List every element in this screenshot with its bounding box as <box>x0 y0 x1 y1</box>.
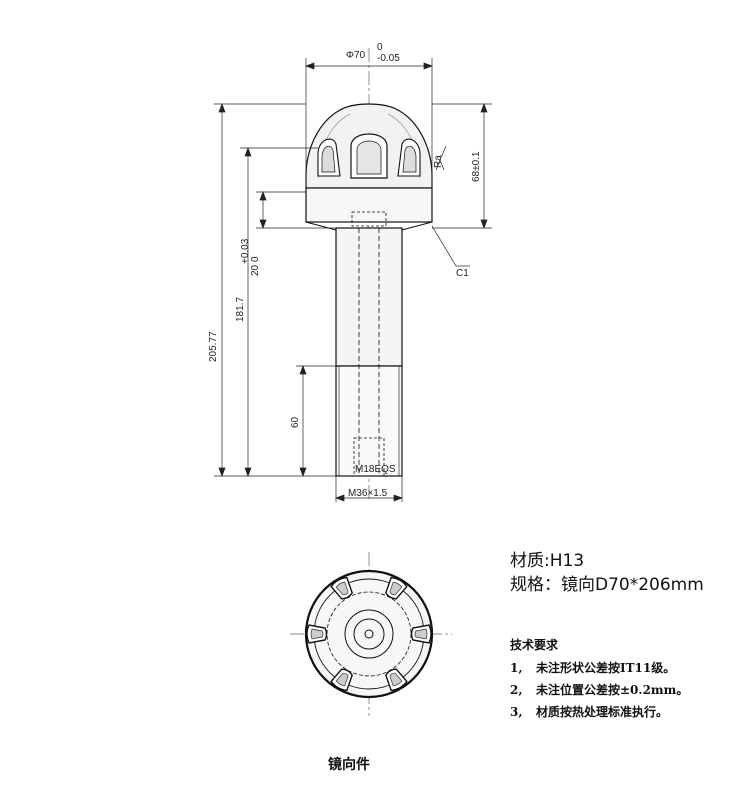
top-view <box>290 552 452 716</box>
dim-chamfer: C1 <box>456 268 469 279</box>
dim-right-height: 68±0.1 <box>471 151 482 182</box>
top-outer-circle <box>304 569 434 699</box>
top-window-5 <box>306 624 328 644</box>
top-window-1 <box>385 576 408 600</box>
drawing-caption: 镜向件 <box>328 757 370 773</box>
dim-shank-length: 181.7 <box>235 297 246 322</box>
spec-note: 规格：镜向D70*206mm <box>510 575 704 595</box>
dimension-texts: Φ70 0 -0.05 68±0.1 205.77 181.7 20 +0.03… <box>208 42 482 499</box>
top-ring-4 <box>344 609 394 659</box>
tech-requirement-3-num: 3, <box>510 705 523 719</box>
thread-section <box>335 365 403 477</box>
tech-requirement-3-text: 材质按热处理标准执行。 <box>536 705 669 719</box>
top-view-windows <box>306 576 432 692</box>
dim-head-height: 20 <box>250 264 261 276</box>
top-window-2 <box>410 624 432 644</box>
dim-head-height-tol-upper: +0.03 <box>240 238 251 264</box>
top-window-6 <box>330 576 353 600</box>
dim-overall-length: 205.77 <box>208 331 219 362</box>
dim-top-diameter-tol-lower: -0.05 <box>377 53 400 64</box>
tech-requirements-title: 技术要求 <box>510 638 559 652</box>
dome-window-left-inner <box>321 145 336 173</box>
shank <box>335 227 403 367</box>
tech-requirement-1-num: 1, <box>510 661 523 675</box>
tech-requirement-1-text: 未注形状公差按IT11级。 <box>536 661 676 675</box>
top-ring-center <box>364 629 374 639</box>
tech-requirement-3: 3, 材质按热处理标准执行。 <box>510 703 668 720</box>
dim-inner-thread: M18EQS <box>355 464 396 475</box>
tech-requirement-2: 2, 未注位置公差按±0.2mm。 <box>510 681 688 698</box>
dim-top-diameter-tol-upper: 0 <box>377 42 383 53</box>
dim-thread-spec: M36×1.5 <box>348 488 388 499</box>
head-hidden-bore <box>351 211 387 227</box>
dim-top-diameter: Φ70 <box>346 50 366 61</box>
tech-requirement-2-num: 2, <box>510 683 523 697</box>
material-note: 材质:H13 <box>510 551 585 571</box>
top-window-3 <box>385 668 408 692</box>
dome-window-right-inner <box>402 145 417 173</box>
head-cylinder <box>305 187 433 223</box>
surface-mark-text: Ra <box>433 155 444 168</box>
side-view <box>305 48 433 500</box>
dimension-lines <box>214 58 492 502</box>
dim-head-height-tol-lower: 0 <box>250 256 261 262</box>
dome-window-center-inner <box>356 140 382 175</box>
tech-requirement-2-text: 未注位置公差按±0.2mm。 <box>536 683 689 697</box>
hidden-inner-thread <box>353 437 385 477</box>
top-ring-5 <box>353 618 385 650</box>
tech-requirement-1: 1, 未注形状公差按IT11级。 <box>510 659 675 676</box>
dim-thread-length: 60 <box>290 416 301 428</box>
head-chamfer <box>305 221 433 231</box>
top-window-4 <box>330 668 353 692</box>
